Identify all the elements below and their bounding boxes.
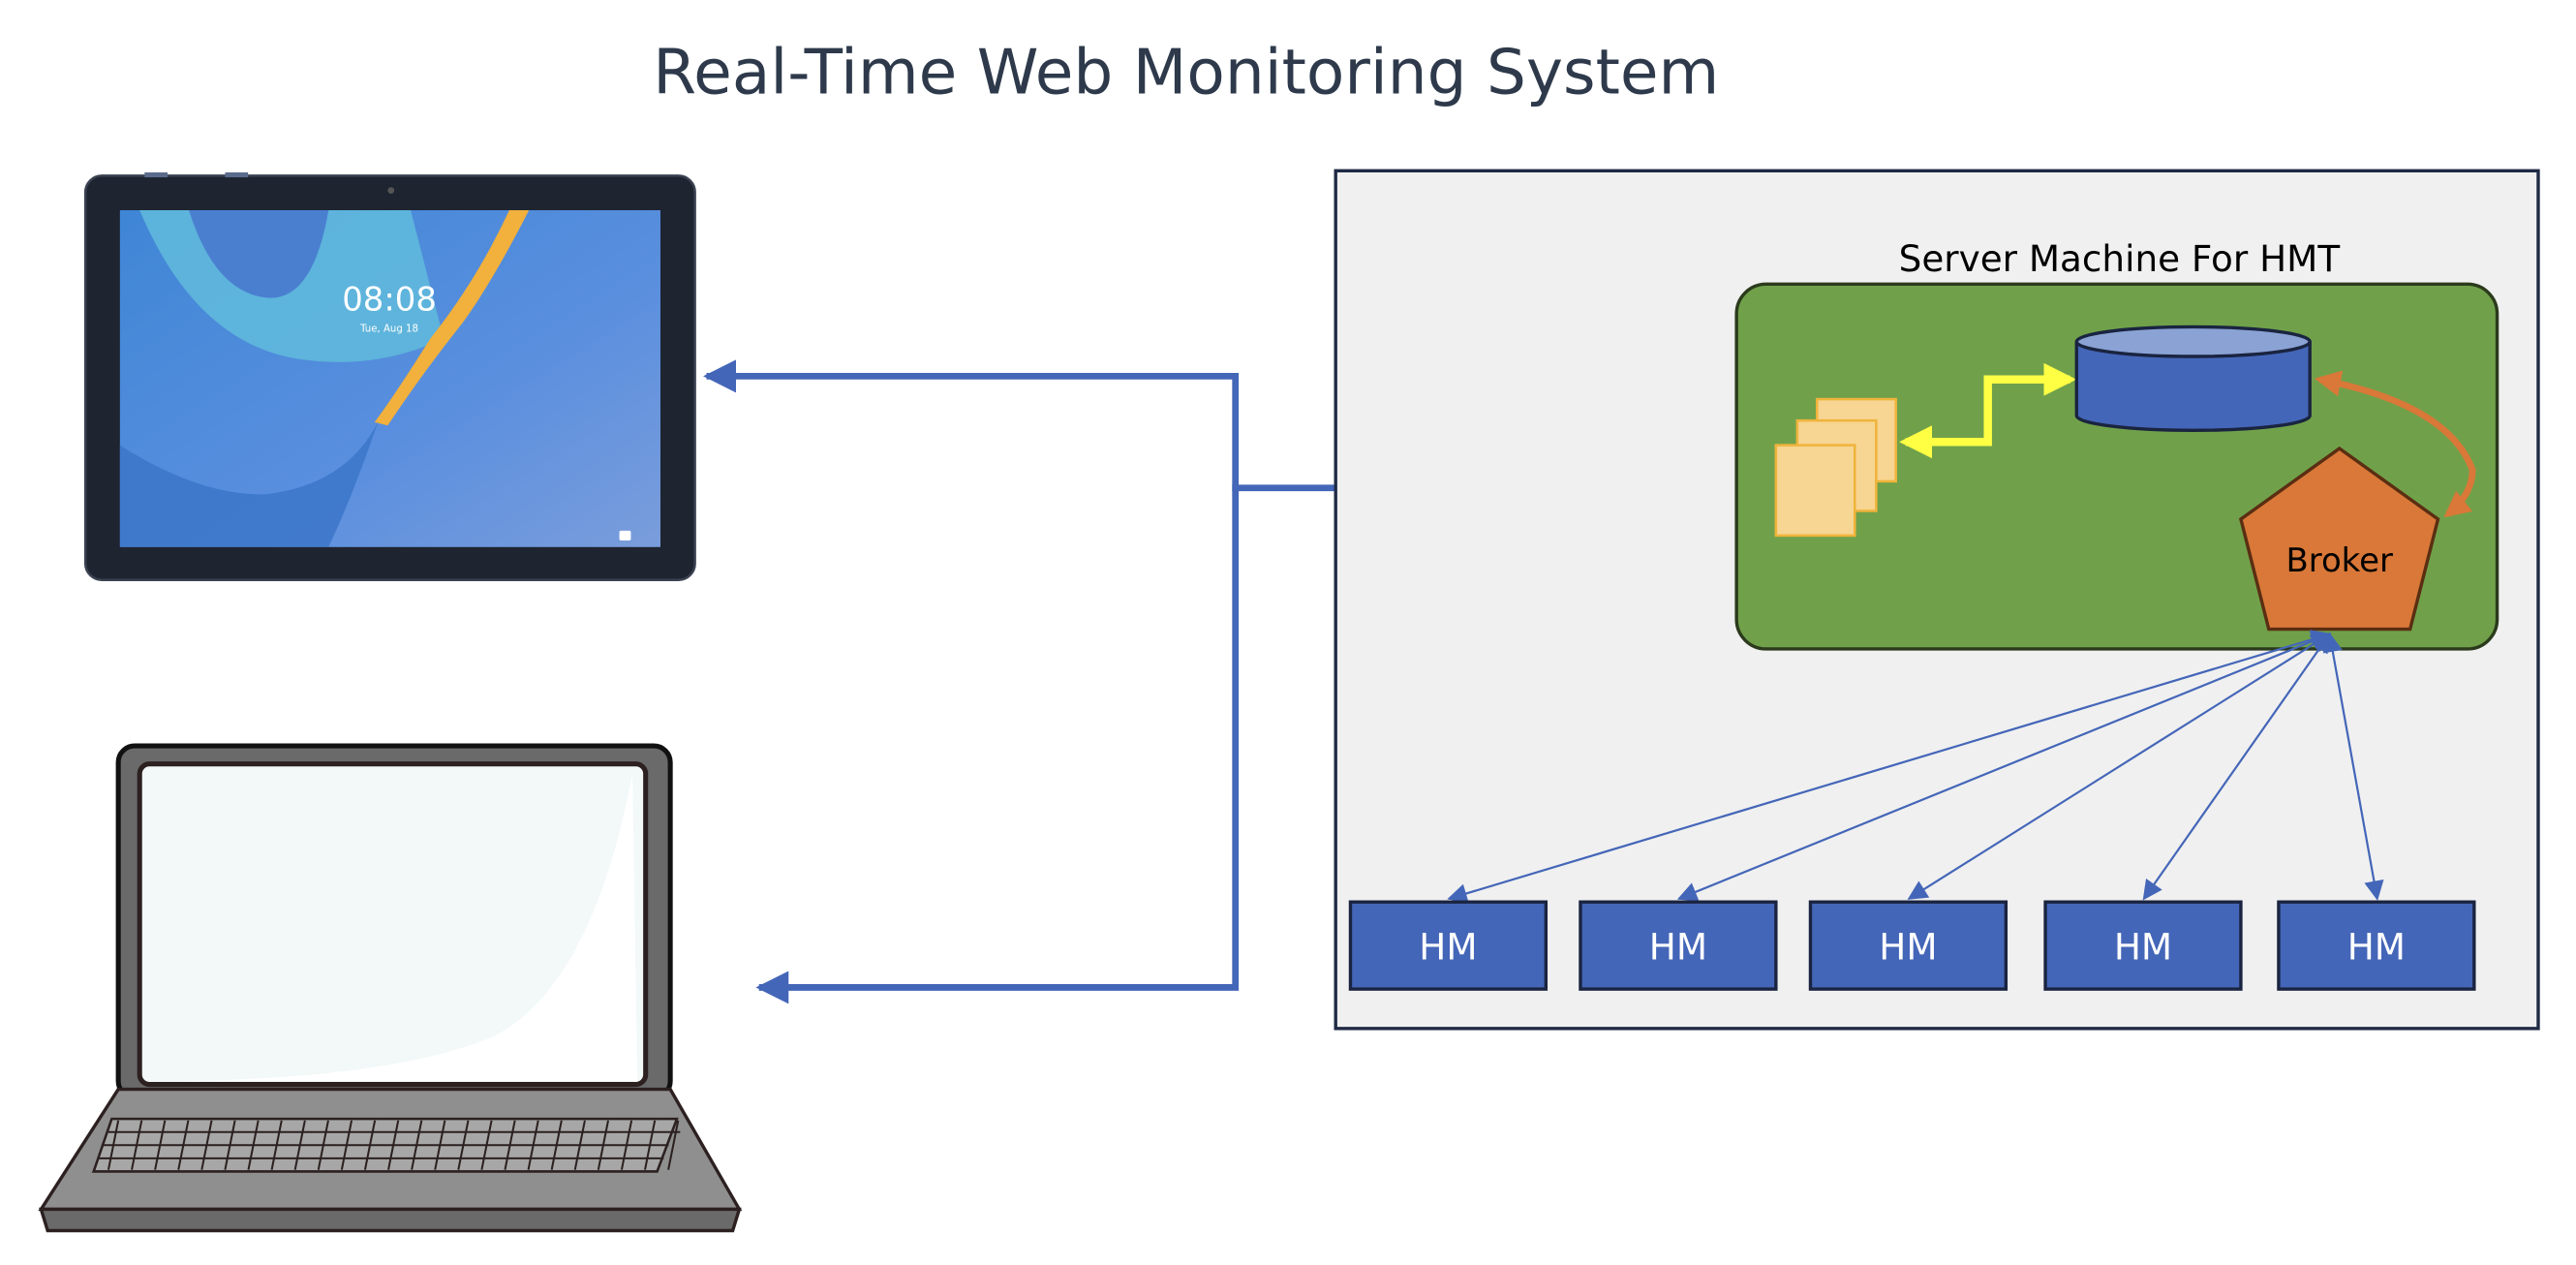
hm-node	[2277, 900, 2476, 991]
hm-node	[1579, 900, 1778, 991]
hm-label: HM	[2114, 926, 2172, 969]
hm-node	[2043, 900, 2243, 991]
laptop-screen	[137, 761, 649, 1088]
hm-node	[1808, 900, 2009, 991]
database-icon	[2074, 324, 2312, 433]
monitor-group: HM HM HM HM HM	[1348, 630, 2476, 991]
broker-monitor-link	[2142, 632, 2331, 901]
tablet-device: 08:08 Tue, Aug 18	[83, 172, 696, 581]
broker-node	[2238, 446, 2440, 632]
diagram-title: Real-Time Web Monitoring System	[653, 37, 1719, 109]
hm-node	[1348, 900, 1549, 991]
server-label: Server Machine For HMT	[1899, 237, 2341, 280]
db-broker-link	[2315, 370, 2476, 518]
broker-monitor-link	[2322, 632, 2384, 901]
laptop-device	[38, 743, 743, 1233]
broker-label: Broker	[2285, 541, 2392, 579]
camera-icon	[619, 530, 631, 540]
web-pages-icon	[1774, 397, 1897, 538]
hm-label: HM	[1419, 926, 1477, 969]
tablet-clock: 08:08	[342, 281, 437, 319]
tablet-date: Tue, Aug 18	[359, 324, 418, 335]
pages-db-link	[1899, 362, 2077, 459]
hm-label: HM	[1879, 926, 1937, 969]
hm-label: HM	[2347, 926, 2406, 969]
hm-label: HM	[1649, 926, 1707, 969]
link-to-laptop	[755, 487, 1240, 1004]
link-to-tablet	[703, 359, 1240, 488]
